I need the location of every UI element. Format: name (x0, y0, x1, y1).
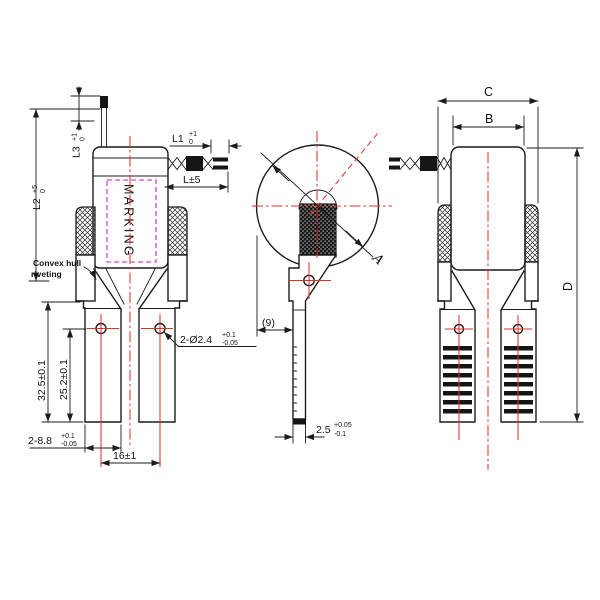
dim-hole-leader (163, 331, 179, 347)
back-lead (389, 156, 452, 171)
front-right-knurled-pad (167, 206, 188, 256)
front-left-knurled-pad (75, 206, 96, 256)
lead-twist-2 (202, 156, 214, 171)
back-view: C B D (389, 85, 584, 470)
front-right-bracket-block (167, 254, 188, 302)
lead-sleeve (186, 156, 203, 171)
side-diagonal-axis (309, 132, 379, 216)
back-left-knurled-pad (437, 204, 452, 263)
back-right-bracket-block (524, 261, 539, 302)
dim-16-label: 16±1 (113, 450, 136, 462)
back-funnel-bends (451, 270, 525, 311)
dim-8-8-sup: +0.1 (61, 433, 75, 440)
front-dimensions: L2 +5 0 L3 +1 0 (28, 86, 257, 467)
dim-8-8: 2-8.8 +0.1 -0.05 (28, 424, 122, 453)
side-bracket-and-blade (288, 254, 338, 420)
back-lead-twist-2 (436, 156, 452, 171)
dim-2-5-label: 2.5 (316, 424, 331, 436)
front-funnel-inner-bends (105, 268, 156, 305)
marking-label: MARKING (122, 184, 136, 258)
dim-9: (9) (256, 235, 294, 337)
dim-D-label: D (561, 282, 575, 291)
dim-B-label: B (485, 112, 493, 126)
back-lead-bare-end-upper (389, 157, 400, 162)
back-left-bracket-block (437, 261, 452, 302)
dim-L2-sub: 0 (40, 189, 47, 193)
dim-2-5-sup: +0.05 (334, 422, 352, 429)
lead-twist-1 (167, 156, 187, 171)
dim-C-label: C (484, 85, 493, 99)
front-view: MARKING L2 +5 0 (28, 86, 257, 467)
dim-B: B (452, 112, 525, 146)
dim-9-label: (9) (262, 317, 275, 329)
dim-hole-sup: +0.1 (222, 332, 236, 339)
dim-L3-label: L3 (71, 146, 83, 158)
side-dimensions: A (9) 2.5 +0.05 -0.1 (256, 152, 386, 444)
marking-label-group: MARKING (122, 184, 136, 258)
dim-8-8-sub: -0.05 (61, 441, 77, 448)
dim-2-5-sub: -0.1 (334, 431, 346, 438)
dim-L2-sup: +5 (32, 185, 39, 193)
dim-C: C (437, 85, 539, 204)
back-lead-bare-end-lower (389, 165, 400, 170)
back-lead-sleeve (420, 156, 437, 171)
front-right-leg (138, 300, 188, 423)
dim-32-5-label: 32.5±0.1 (36, 360, 48, 401)
dim-25-2: 25.2±0.1 (58, 328, 87, 423)
dim-L3-sub: 0 (80, 137, 87, 141)
back-dimensions: C B D (437, 85, 584, 423)
front-funnel-outer-bends (93, 268, 168, 310)
dim-L5-label: L±5 (183, 174, 201, 186)
convex-note-leader (83, 266, 97, 280)
dim-25-2-label: 25.2±0.1 (58, 359, 70, 400)
dim-L2: L2 +5 0 (28, 108, 101, 282)
dim-D: D (526, 147, 584, 423)
convex-note-line2: riveting (31, 269, 62, 279)
marking-zone-box (106, 179, 157, 263)
back-lead-twist-1 (399, 156, 421, 171)
dim-hole-sub: -0.05 (222, 340, 238, 347)
dim-hole-label: 2-Ø2.4 (180, 334, 212, 346)
front-centerlines (87, 136, 173, 467)
dim-L3-sup: +1 (72, 133, 79, 141)
top-lead-wire (101, 107, 107, 148)
side-view: A (9) 2.5 +0.05 -0.1 (252, 131, 392, 444)
blade-tip (292, 419, 306, 425)
dim-hole-callout: 2-Ø2.4 +0.1 -0.05 (163, 331, 257, 347)
dim-L1-sup: +1 (189, 131, 197, 138)
back-left-leg (437, 300, 476, 423)
dim-L3: L3 +1 0 (71, 86, 101, 158)
dim-16: 16±1 (100, 450, 161, 467)
dim-L5: L±5 (164, 171, 229, 193)
dim-L1-sub: 0 (189, 139, 193, 146)
back-right-knurled-pad (524, 204, 539, 263)
dim-A-arrow-lower (345, 230, 364, 248)
back-centerlines (445, 152, 532, 470)
dim-32-5: 32.5±0.1 (36, 301, 84, 423)
top-lead-bare-tip (100, 96, 108, 108)
convex-note-line1: Convex hull (33, 258, 81, 268)
lead-bare-end-upper (213, 157, 228, 162)
side-centerlines (252, 131, 392, 299)
front-side-lead (167, 156, 228, 171)
dim-L1-label: L1 (172, 133, 184, 145)
convex-hull-note: Convex hull riveting (31, 258, 97, 280)
back-right-leg (500, 300, 539, 423)
dim-L1: L1 +1 0 (169, 131, 242, 154)
front-top-lead (100, 96, 108, 148)
back-left-leg-serrations (443, 346, 472, 414)
side-knurled-insert (299, 203, 337, 258)
dim-8-8-label: 2-8.8 (28, 435, 52, 447)
lead-bare-end-lower (213, 165, 228, 170)
dim-A-arrow-upper (271, 164, 290, 182)
front-left-leg (75, 300, 122, 423)
blade-serrations (292, 346, 297, 412)
dim-2-5: 2.5 +0.05 -0.1 (274, 422, 352, 444)
side-dome-arc (298, 189, 338, 210)
dim-L2-label: L2 (31, 198, 43, 210)
